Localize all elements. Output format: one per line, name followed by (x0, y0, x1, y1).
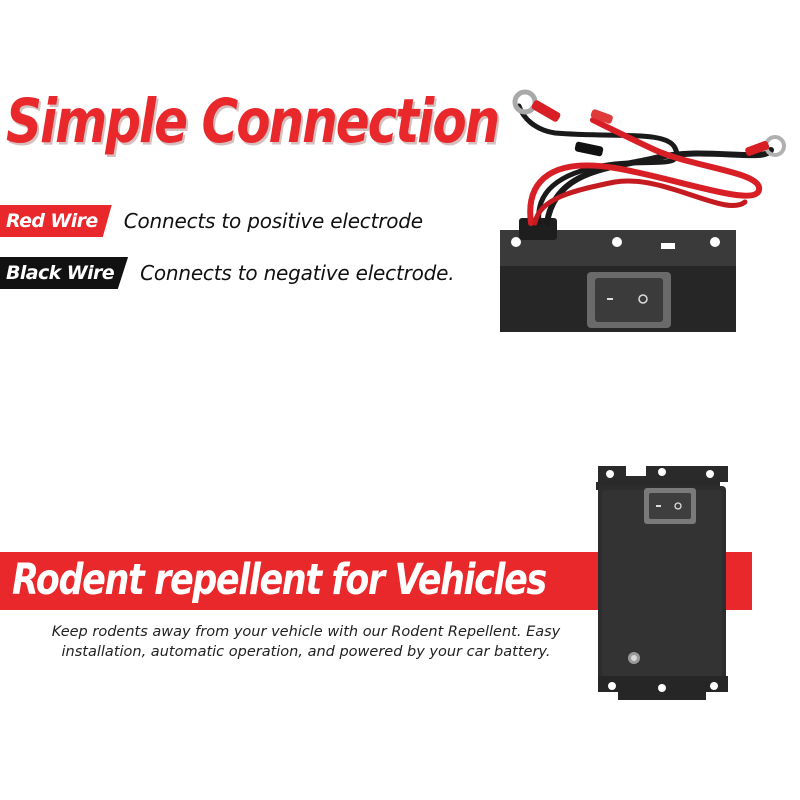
black-wire-row: Black Wire Connects to negative electrod… (0, 257, 455, 289)
banner-body-text: Keep rodents away from your vehicle with… (51, 624, 561, 660)
red-wire-row: Red Wire Connects to positive electrode (0, 205, 423, 237)
wiring-harness-product-photo (500, 89, 786, 332)
banner-title: Rodent repellent for Vehicles (12, 556, 547, 605)
repeller-device-product-photo (596, 466, 728, 700)
red-wire-description: Connects to positive electrode (123, 209, 423, 233)
headline: Simple Connection (6, 86, 500, 157)
black-wire-description: Connects to negative electrode. (140, 261, 455, 285)
red-wire-tag: Red Wire (0, 205, 112, 237)
black-wire-tag: Black Wire (0, 257, 129, 289)
